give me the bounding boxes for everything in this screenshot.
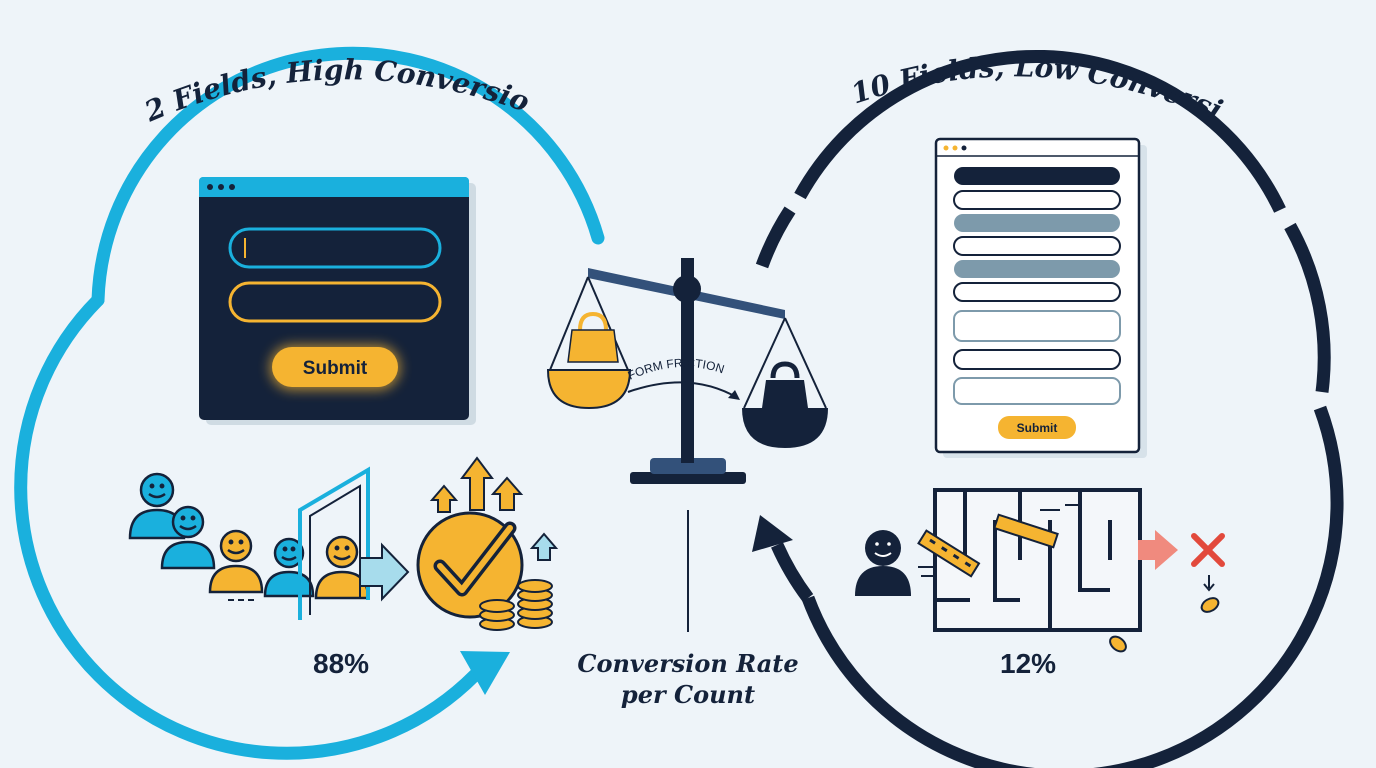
right-submit-button[interactable]: Submit (1017, 421, 1058, 435)
name-field (228, 227, 442, 269)
barrier-icon (917, 513, 1059, 578)
checkmark-coin-icon (416, 511, 524, 619)
form-field (953, 310, 1121, 342)
caption-line-1: Conversion Rate (577, 649, 799, 678)
right-cycle-arrow (755, 50, 1344, 768)
form-field (953, 349, 1121, 370)
kettlebell-weight-icon (762, 361, 808, 408)
form-field (953, 236, 1121, 256)
simple-form-window: Submit (199, 177, 476, 425)
red-x-icon (1191, 533, 1225, 567)
left-cycle-arrow (14, 46, 605, 760)
center-caption: Conversion Rate per Count (560, 648, 816, 710)
falling-coins-icon (1109, 575, 1220, 653)
flow-arrow-icon (359, 542, 410, 602)
padlock-weight-icon (567, 311, 619, 363)
exit-arrow-icon (1138, 530, 1178, 570)
left-title: 2 Fields, High Conversion (0, 0, 534, 129)
smiley-user-icon (263, 537, 315, 598)
coin-stack-icon (479, 579, 553, 631)
caption-line-2: per Count (620, 680, 756, 709)
smiley-user-icon (160, 505, 216, 570)
gateway-icon (298, 466, 370, 620)
up-arrows-icon (429, 456, 559, 561)
left-conversion-rate: 88% (313, 648, 370, 679)
right-conversion-rate: 12% (1000, 648, 1057, 679)
friction-label: FORM FRICTION (626, 356, 726, 383)
balance-scale-icon (546, 258, 828, 484)
form-field (954, 260, 1120, 278)
right-cycle-arrowhead (752, 515, 793, 552)
smiley-user-icon (128, 472, 186, 540)
form-field (953, 282, 1121, 302)
smiley-user-icon (314, 535, 370, 600)
form-field (953, 190, 1121, 210)
form-field (953, 377, 1121, 405)
friction-arrow-icon (627, 381, 739, 399)
form-field (954, 214, 1120, 232)
form-field (954, 167, 1120, 185)
user-crowd (128, 472, 370, 601)
smiley-user-icon (208, 529, 264, 594)
left-submit-button[interactable]: Submit (303, 358, 368, 379)
frustrated-user-icon (855, 530, 938, 596)
long-form-window: Submit (934, 137, 1147, 458)
email-field (228, 281, 442, 323)
